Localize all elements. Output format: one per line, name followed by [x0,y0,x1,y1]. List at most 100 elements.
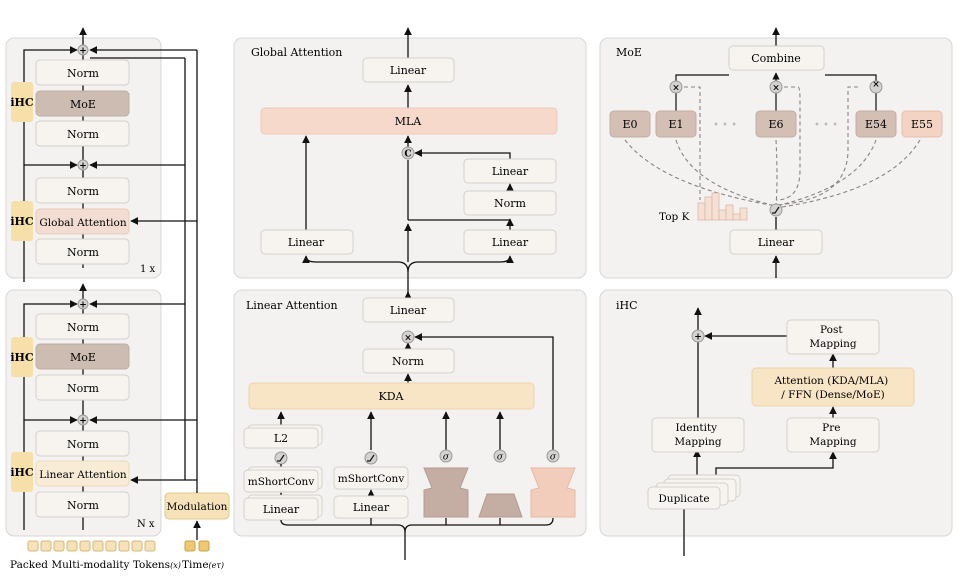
norm-label: Norm [494,197,527,210]
norm-box [35,430,130,457]
expert-ellipsis: • • • [713,120,737,131]
linear-attention-box [35,460,130,487]
projection-shape [530,467,576,518]
l2-box [243,427,319,449]
linear-label: Linear [390,304,427,317]
norm-box [362,348,455,374]
mshortconv-box [333,466,409,490]
norm-box [35,491,130,518]
plus-symbol: + [79,301,87,311]
plus-node [77,298,89,310]
sigma-node [439,449,453,463]
mla-label: MLA [395,115,423,128]
l2-label: L2 [274,432,288,445]
token-squares [27,540,156,552]
linear-label: Linear [758,236,795,249]
global-attention-label: Global Attention [39,217,126,229]
times-symbol: × [672,84,680,94]
norm-label: Norm [67,382,100,395]
left-top-block: iHC iHC Norm MoE Norm Norm Global Attent… [10,27,156,282]
duplicate-box [647,486,721,510]
linear-label: Linear [263,503,300,516]
ihc-badge-bottom-2 [11,452,33,492]
pre-mapping-label: Pre Mapping [809,422,857,448]
expert-label: E1 [668,118,683,131]
pre-mapping-line: Pre [822,422,840,434]
expert-label: E54 [865,118,887,131]
plus-node [691,329,705,343]
attention-ffn-line: Attention (KDA/MLA) [773,375,888,387]
projection-shape [423,467,469,518]
linear-box [362,297,455,323]
identity-mapping-box [651,417,745,453]
mshortconv-box [243,469,319,493]
moe-box [35,343,130,370]
linear-box [260,229,354,255]
pre-mapping-box [786,417,880,453]
post-mapping-line: Mapping [809,338,857,350]
plus-symbol: + [79,47,87,57]
expert-box [655,110,697,138]
times-symbol: × [872,80,880,90]
expert-box [755,110,797,138]
linear-label: Linear [492,165,529,178]
sigma-symbol: σ [550,453,557,463]
linear-label: Linear [353,501,390,514]
left-bottom-block: iHC iHC Norm MoE Norm Norm Linear Attent… [10,283,155,530]
plus-symbol: + [79,417,87,427]
mshortconv-label: mShortConv [338,473,405,485]
linear-attention-detail: Linear Attention Linear × Norm KDA L2 σ … [243,291,576,560]
identity-mapping-line: Identity [676,422,718,434]
modulation-group: Modulation [89,46,230,540]
attention-ffn-box [751,367,915,407]
combine-box [728,45,825,71]
repeat-label: N x [137,519,155,530]
sigma-node [493,449,507,463]
norm-label: Norm [67,246,100,259]
activation-node [364,451,378,465]
norm-label: Norm [67,321,100,334]
moe-detail: MoE Combine × × × E0 E1 • • • E6 [609,27,943,278]
ihc-badge-bottom-1 [11,337,33,377]
plus-node [77,414,89,426]
expert-box [855,110,897,138]
linear-label: Linear [492,236,529,249]
ihc-label-bottom-1: iHC [10,351,34,364]
attention-ffn-label: Attention (KDA/MLA) / FFN (Dense/MoE) [773,375,891,401]
plus-symbol: + [79,162,87,172]
times-symbol: × [404,334,412,344]
post-mapping-box [786,319,880,355]
norm-label: Norm [67,499,100,512]
ihc-label-top-2: iHC [10,215,34,228]
time-square [184,540,196,552]
plus-symbol: + [694,333,702,343]
ihc-label-bottom-2: iHC [10,466,34,479]
expert-label: E0 [622,118,637,131]
ihc-label-top-1: iHC [10,96,34,109]
sigma-node [546,449,560,463]
projection-shape [478,493,523,518]
linear-box [463,158,557,184]
time-square [198,540,210,552]
plus-node [77,159,89,171]
mshortconv-label: mShortConv [248,476,315,488]
linear-attention-label: Linear Attention [39,469,127,481]
expert-ellipsis: • • • [814,120,838,131]
expert-label: E55 [911,118,933,131]
input-tokens: Packed Multi-modality Tokens(x) Time(eτ) [10,540,224,571]
identity-mapping-label: Identity Mapping [674,422,722,448]
kda-label: KDA [379,390,405,403]
global-attention-detail: Global Attention Linear MLA C Linear Nor… [251,27,558,296]
sigma-symbol: σ [497,453,504,463]
norm-box [35,374,130,401]
norm-label: Norm [67,438,100,451]
times-node [669,80,683,94]
repeat-label: 1 x [140,264,156,275]
global-attention-box [35,208,130,235]
norm-box [463,190,557,216]
norm-box [35,313,130,340]
modulation-label: Modulation [167,501,228,513]
topk-label: Top K [659,211,690,223]
times-symbol: × [772,84,780,94]
